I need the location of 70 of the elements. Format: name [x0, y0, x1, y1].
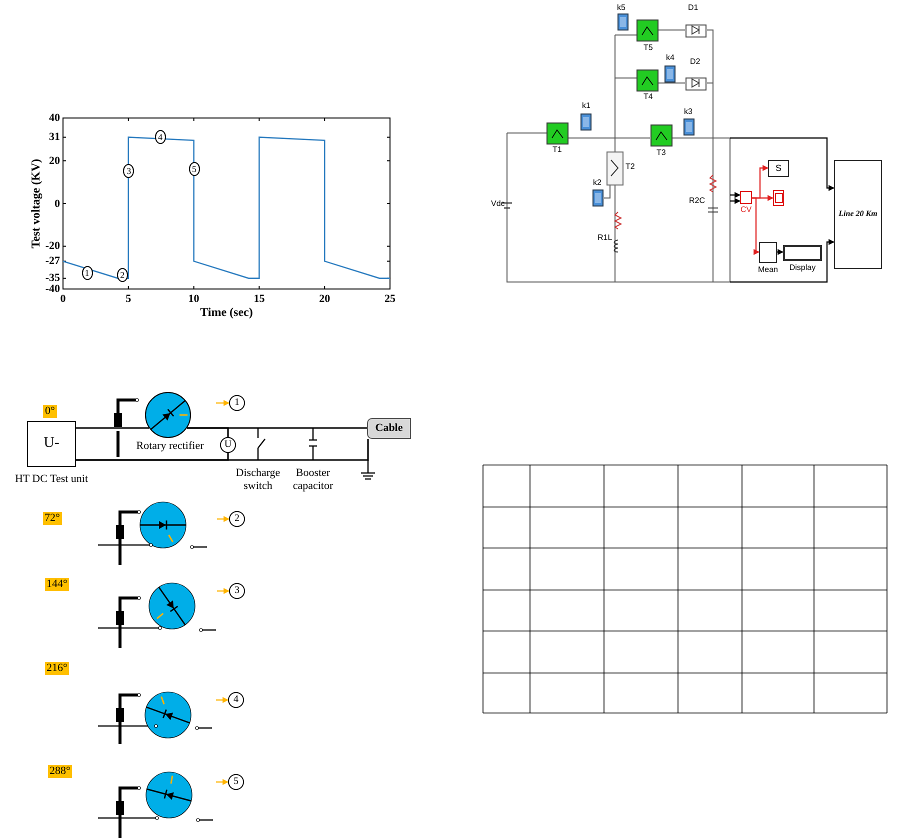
component-label: T2 [626, 162, 635, 172]
callout-number: 4 [154, 130, 166, 144]
wire [76, 427, 149, 429]
scope-block: S [768, 160, 789, 177]
wire [187, 427, 229, 437]
callout-number: 5 [228, 774, 244, 790]
callout-number: 2 [229, 511, 245, 527]
callout-number: 4 [228, 692, 244, 708]
component-label: T5 [644, 43, 653, 52]
tick-label: 15 [252, 293, 266, 306]
block-label: CV [739, 206, 753, 215]
arrow [752, 197, 760, 255]
component-label: Discharge switch [234, 467, 282, 492]
component-label: Booster capacitor [292, 467, 334, 492]
angle-label: 288° [48, 765, 72, 778]
line-block: Line 20 Km [834, 160, 882, 269]
component-label: Vdc [491, 199, 505, 208]
tick-label: 31 [48, 131, 60, 144]
arrow [730, 239, 835, 283]
component-label: D2 [690, 57, 700, 66]
axis-title: Test voltage (KV) [29, 157, 43, 250]
component-label: k2 [593, 178, 602, 188]
source-box: U- [27, 421, 76, 467]
tick-label: 25 [384, 293, 396, 306]
arrow [216, 400, 230, 406]
tick-label: -27 [44, 255, 60, 268]
callout-number: 3 [229, 583, 245, 599]
component-label: k3 [684, 107, 692, 116]
component-label: Rotary rectifier [135, 440, 205, 452]
arrow [730, 192, 741, 198]
arrow [777, 249, 784, 255]
arrow [217, 588, 230, 594]
axis-title: Time (sec) [199, 306, 254, 320]
block-label: Display [788, 264, 817, 273]
tick-label: 0 [59, 293, 67, 306]
callout-number: 5 [188, 162, 200, 176]
angle-label: 0° [43, 405, 57, 418]
tick-label: 10 [187, 293, 200, 306]
component-label: k1 [582, 101, 590, 110]
arrow [216, 697, 229, 703]
component-label: R1L [598, 233, 612, 242]
arrow [216, 779, 229, 785]
callout-number: 2 [116, 268, 128, 282]
component-label: k5 [617, 3, 626, 12]
angle-label: 72° [42, 512, 62, 525]
tick-label: -40 [44, 283, 60, 296]
scope-block [773, 190, 784, 206]
angle-label: 216° [44, 662, 70, 675]
cable-symbol: Cable [367, 418, 411, 439]
tick-label: -35 [44, 272, 60, 284]
component-label: D1 [688, 3, 698, 12]
angle-label: 144° [44, 578, 70, 591]
component-label: T3 [656, 148, 666, 158]
component-label: T1 [552, 145, 562, 154]
component-label: k4 [666, 53, 674, 62]
voltmeter-symbol: U [220, 437, 236, 453]
wire [76, 453, 229, 461]
block-label: Mean [756, 266, 779, 275]
tick-label: 5 [124, 293, 132, 306]
tick-label: 40 [48, 112, 60, 124]
component-label: R2C [689, 196, 706, 206]
callout-number: 1 [82, 266, 93, 280]
arrow [730, 137, 835, 191]
callout-number: 1 [229, 395, 245, 411]
unit-label: HT DC Test unit [14, 473, 90, 486]
component-label: T4 [644, 92, 653, 102]
arrow [217, 516, 230, 522]
tick-label: 20 [318, 293, 332, 306]
callout-number: 3 [123, 164, 134, 178]
arrow [730, 198, 741, 204]
